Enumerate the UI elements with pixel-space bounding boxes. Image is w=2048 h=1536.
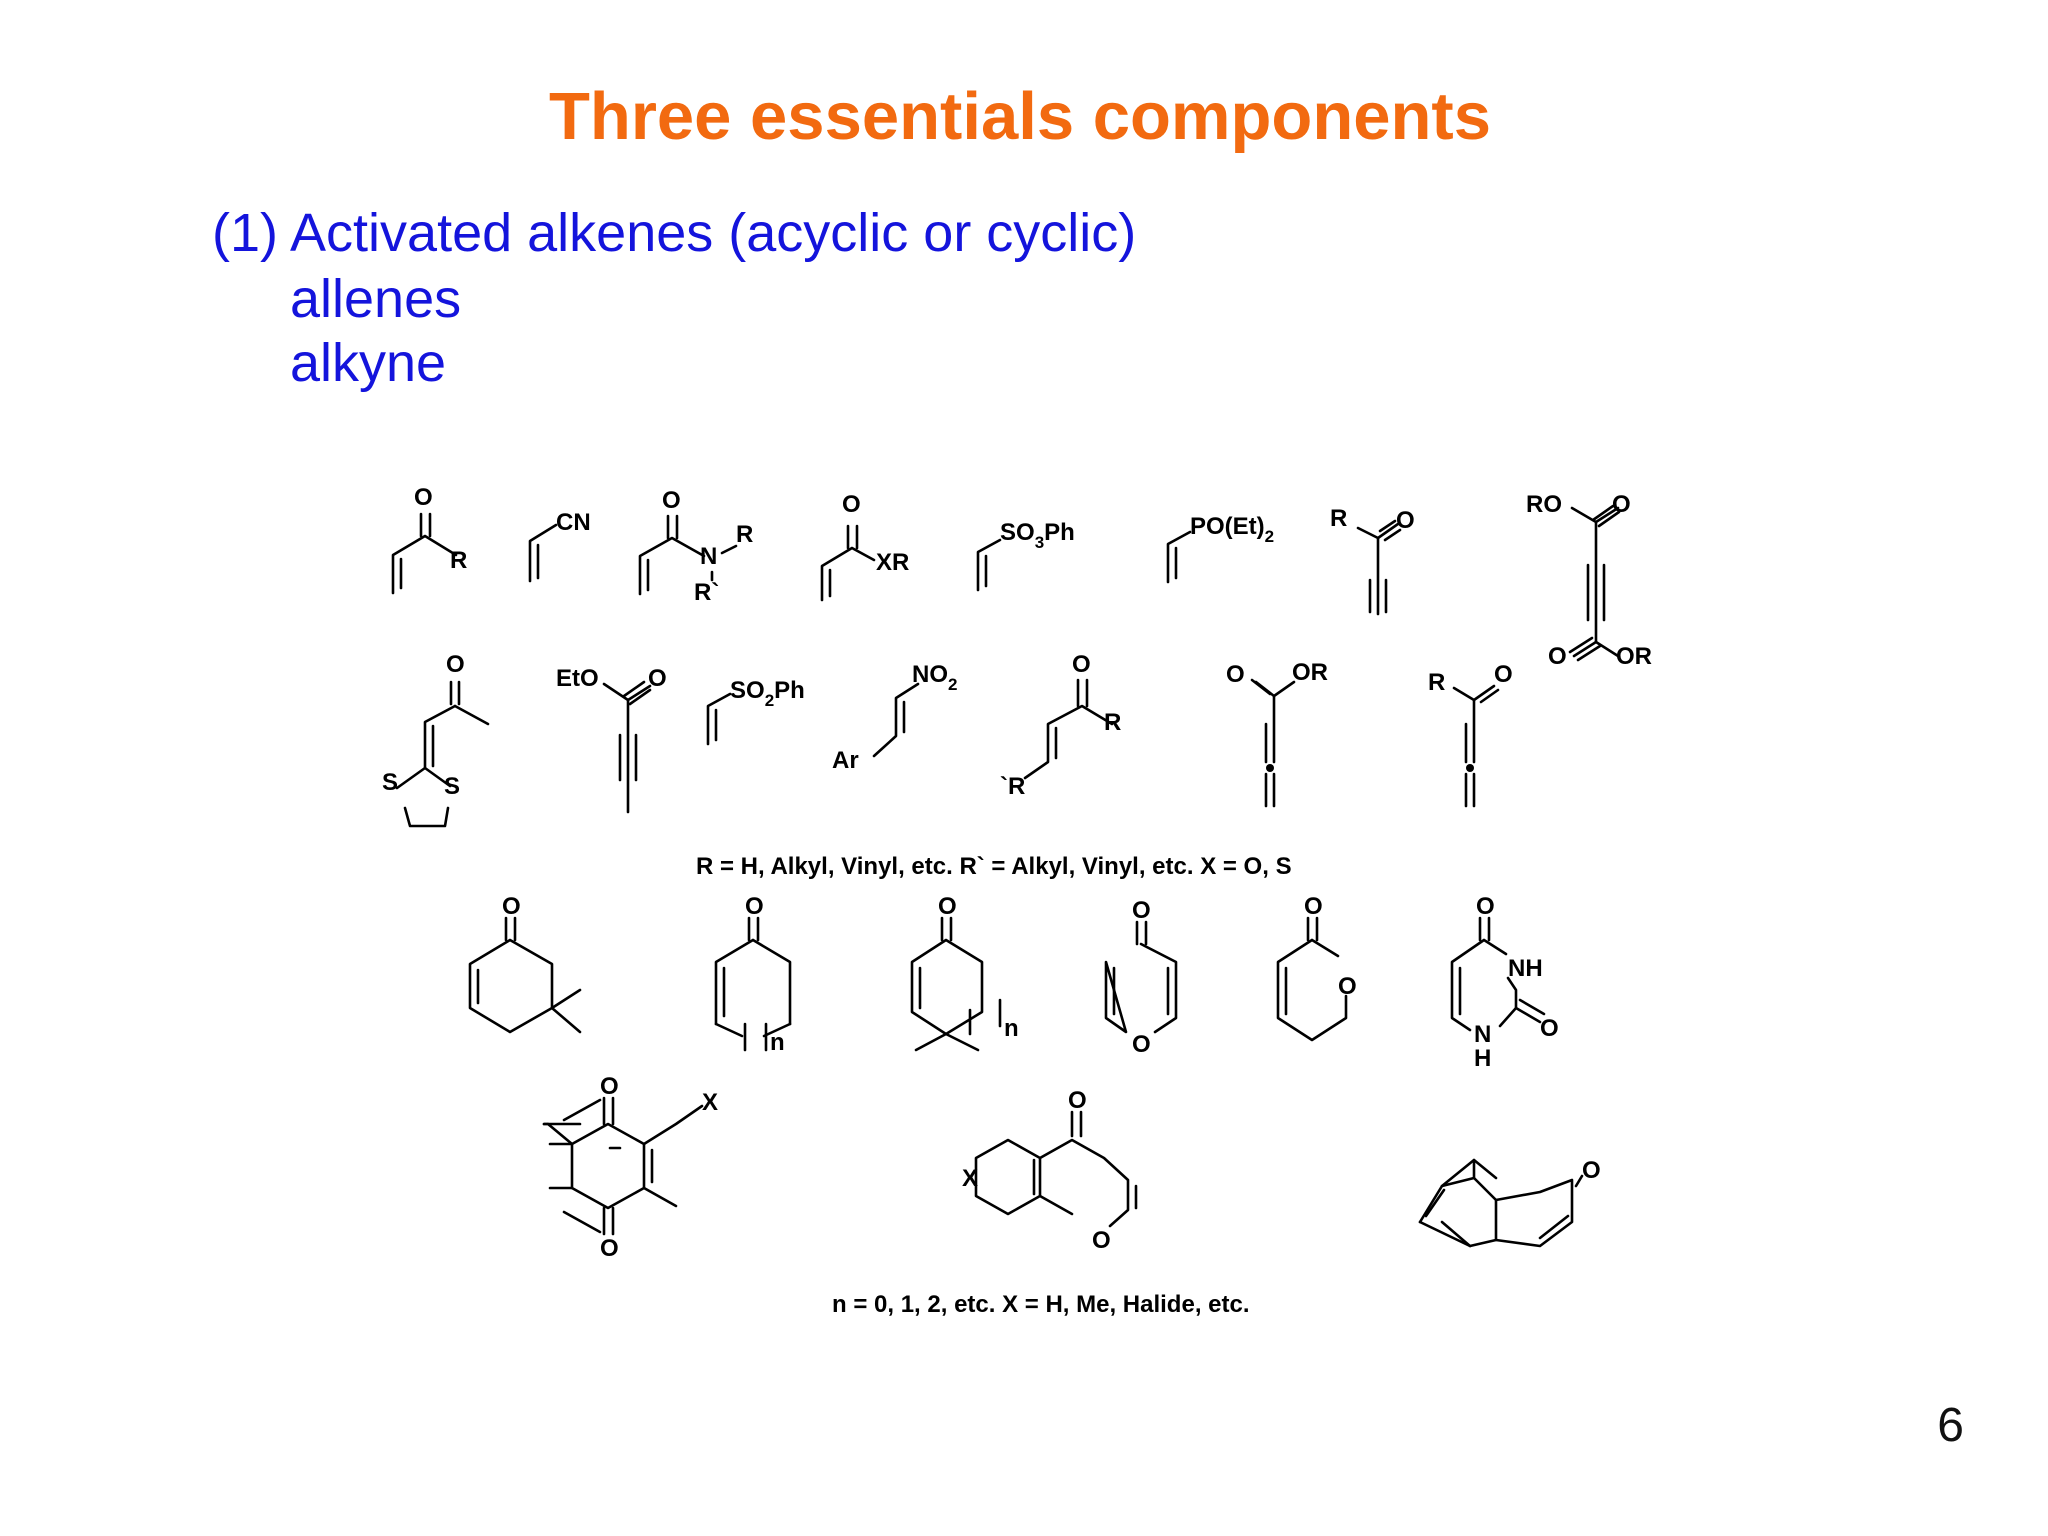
subtitle-line-1: (1) Activated alkenes (acyclic or cyclic…	[212, 203, 1137, 263]
atom-r: R	[1104, 709, 1121, 736]
slide-title-text: Three essentials components	[548, 79, 1492, 154]
atom-no2: NO2	[912, 661, 957, 694]
atom-r: R	[736, 521, 753, 548]
subtitle-line-3: alkyne	[290, 333, 447, 393]
atom-o: O	[414, 484, 433, 511]
atom-h: H	[1474, 1045, 1491, 1072]
atom-o: O	[1226, 661, 1245, 688]
atom-so2ph: SO2Ph	[730, 677, 805, 710]
atom-o: O	[1548, 643, 1567, 670]
subtitle-line-2: allenes	[290, 269, 462, 329]
atom-o: O	[745, 893, 764, 920]
atom-r-backtick: `R	[1000, 773, 1025, 800]
footnote-n-x-definitions: n = 0, 1, 2, etc. X = H, Me, Halide, etc…	[832, 1291, 1250, 1318]
allene-dot	[1466, 764, 1474, 772]
atom-o: O	[842, 491, 861, 518]
atom-n-subscript: n	[770, 1029, 785, 1056]
atom-o: O	[1476, 893, 1495, 920]
atom-o: O	[600, 1235, 619, 1262]
atom-s: S	[382, 769, 398, 796]
atom-cn: CN	[556, 509, 591, 536]
atom-poet2: PO(Et)2	[1190, 513, 1274, 546]
allene-dot	[1266, 764, 1274, 772]
atom-nh: NH	[1508, 955, 1543, 982]
slide-title: Three essentials components	[0, 78, 2048, 155]
atom-or: OR	[1292, 659, 1328, 686]
atom-o: O	[1494, 661, 1513, 688]
atom-so3ph: SO3Ph	[1000, 519, 1075, 552]
atom-r-prime: R`	[694, 579, 719, 606]
atom-x: X	[702, 1089, 718, 1116]
atom-xr: XR	[876, 549, 909, 576]
page-number: 6	[1937, 1399, 1964, 1452]
atom-o: O	[1612, 491, 1631, 518]
atom-o: O	[446, 651, 465, 678]
atom-o: O	[1068, 1087, 1087, 1114]
atom-n: N	[700, 543, 717, 570]
atom-o: O	[1132, 1031, 1151, 1058]
atom-n-subscript: n	[1004, 1015, 1019, 1042]
atom-o: O	[1092, 1227, 1111, 1254]
atom-s: S	[444, 773, 460, 800]
atom-r: R	[1330, 505, 1347, 532]
atom-ro: RO	[1526, 491, 1562, 518]
atom-n: N	[1474, 1021, 1491, 1048]
atom-o: O	[1338, 973, 1357, 1000]
atom-eto: EtO	[556, 665, 599, 692]
atom-o: O	[938, 893, 957, 920]
atom-o: O	[1396, 507, 1415, 534]
atom-o: O	[1072, 651, 1091, 678]
atom-o: O	[502, 893, 521, 920]
atom-r: R	[1428, 669, 1445, 696]
atom-o: O	[648, 665, 667, 692]
footnote-r-definitions: R = H, Alkyl, Vinyl, etc. R` = Alkyl, Vi…	[696, 853, 1292, 880]
atom-o: O	[600, 1073, 619, 1100]
bond-lines	[391, 504, 1621, 1248]
atom-o: O	[1540, 1015, 1559, 1042]
atom-ar: Ar	[832, 747, 859, 774]
atom-labels: O R CN O N R R` O XR SO3Ph PO(Et)2 R O R…	[382, 484, 1652, 1262]
atom-o: O	[1582, 1157, 1601, 1184]
atom-o: O	[1132, 897, 1151, 924]
atom-o: O	[1304, 893, 1323, 920]
atom-x: X	[962, 1165, 978, 1192]
atom-or: OR	[1616, 643, 1652, 670]
atom-r: R	[450, 547, 467, 574]
atom-o: O	[662, 487, 681, 514]
